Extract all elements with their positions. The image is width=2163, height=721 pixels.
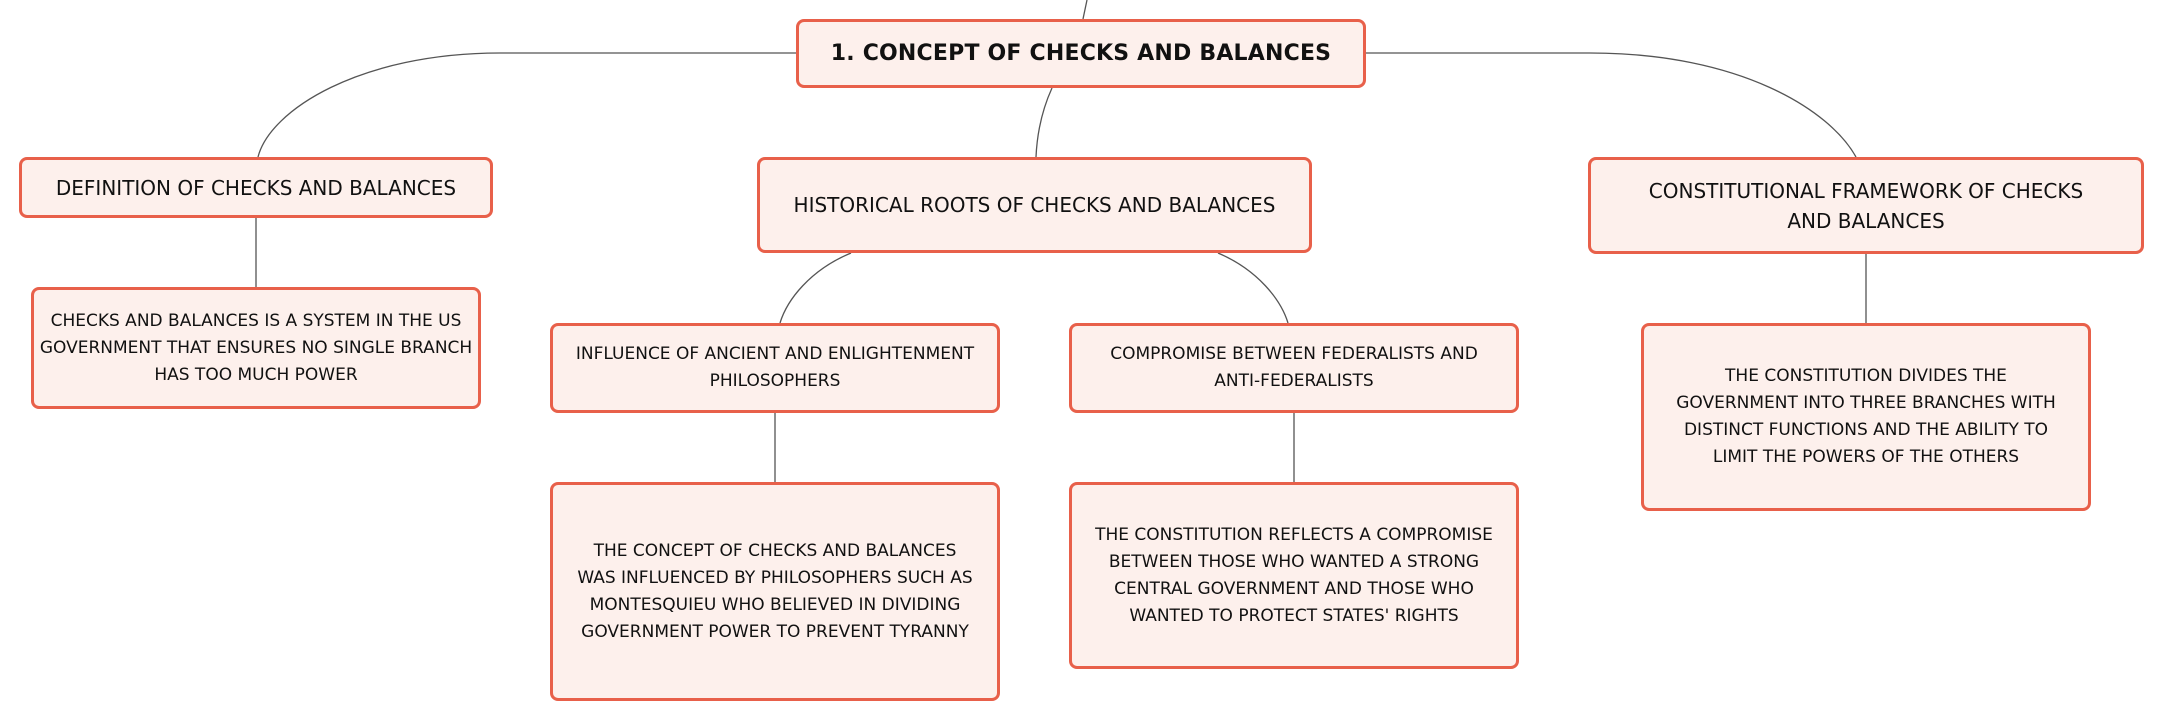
subtopic-influence-label: INFLUENCE OF ANCIENT AND ENLIGHTENMENT P… xyxy=(575,344,975,391)
connector-historical-to-influence xyxy=(779,252,852,324)
topic-framework-node[interactable]: CONSTITUTIONAL FRAMEWORK OF CHECKS AND B… xyxy=(1588,157,2144,254)
topic-framework-label: CONSTITUTIONAL FRAMEWORK OF CHECKS AND B… xyxy=(1648,178,2084,233)
connector-root-to-historical xyxy=(1035,87,1053,158)
topic-historical-label: HISTORICAL ROOTS OF CHECKS AND BALANCES xyxy=(793,193,1276,217)
connector-root-parent xyxy=(1082,0,1088,20)
connector-root-to-definition xyxy=(257,52,796,158)
subtopic-compromise-node[interactable]: COMPROMISE BETWEEN FEDERALISTS AND ANTI-… xyxy=(1069,323,1519,413)
definition-detail-text: CHECKS AND BALANCES IS A SYSTEM IN THE U… xyxy=(39,310,473,385)
connector-root-to-framework xyxy=(1366,52,1857,158)
connector-historical-to-compromise xyxy=(1217,252,1289,324)
framework-detail-text: THE CONSTITUTION DIVIDES THE GOVERNMENT … xyxy=(1676,366,2056,467)
topic-definition-node[interactable]: DEFINITION OF CHECKS AND BALANCES xyxy=(19,157,493,218)
topic-definition-label: DEFINITION OF CHECKS AND BALANCES xyxy=(55,175,457,200)
influence-detail-node[interactable]: THE CONCEPT OF CHECKS AND BALANCES WAS I… xyxy=(550,482,1000,701)
framework-detail-node[interactable]: THE CONSTITUTION DIVIDES THE GOVERNMENT … xyxy=(1641,323,2091,511)
definition-detail-node[interactable]: CHECKS AND BALANCES IS A SYSTEM IN THE U… xyxy=(31,287,481,409)
compromise-detail-text: THE CONSTITUTION REFLECTS A COMPROMISE B… xyxy=(1095,524,1493,626)
influence-detail-text: THE CONCEPT OF CHECKS AND BALANCES WAS I… xyxy=(577,540,973,642)
root-topic-node[interactable]: 1. CONCEPT OF CHECKS AND BALANCES xyxy=(796,19,1366,88)
subtopic-influence-node[interactable]: INFLUENCE OF ANCIENT AND ENLIGHTENMENT P… xyxy=(550,323,1000,413)
subtopic-compromise-label: COMPROMISE BETWEEN FEDERALISTS AND ANTI-… xyxy=(1110,344,1478,391)
topic-historical-node[interactable]: HISTORICAL ROOTS OF CHECKS AND BALANCES xyxy=(757,157,1312,253)
root-topic-label: 1. CONCEPT OF CHECKS AND BALANCES xyxy=(830,41,1332,66)
compromise-detail-node[interactable]: THE CONSTITUTION REFLECTS A COMPROMISE B… xyxy=(1069,482,1519,669)
